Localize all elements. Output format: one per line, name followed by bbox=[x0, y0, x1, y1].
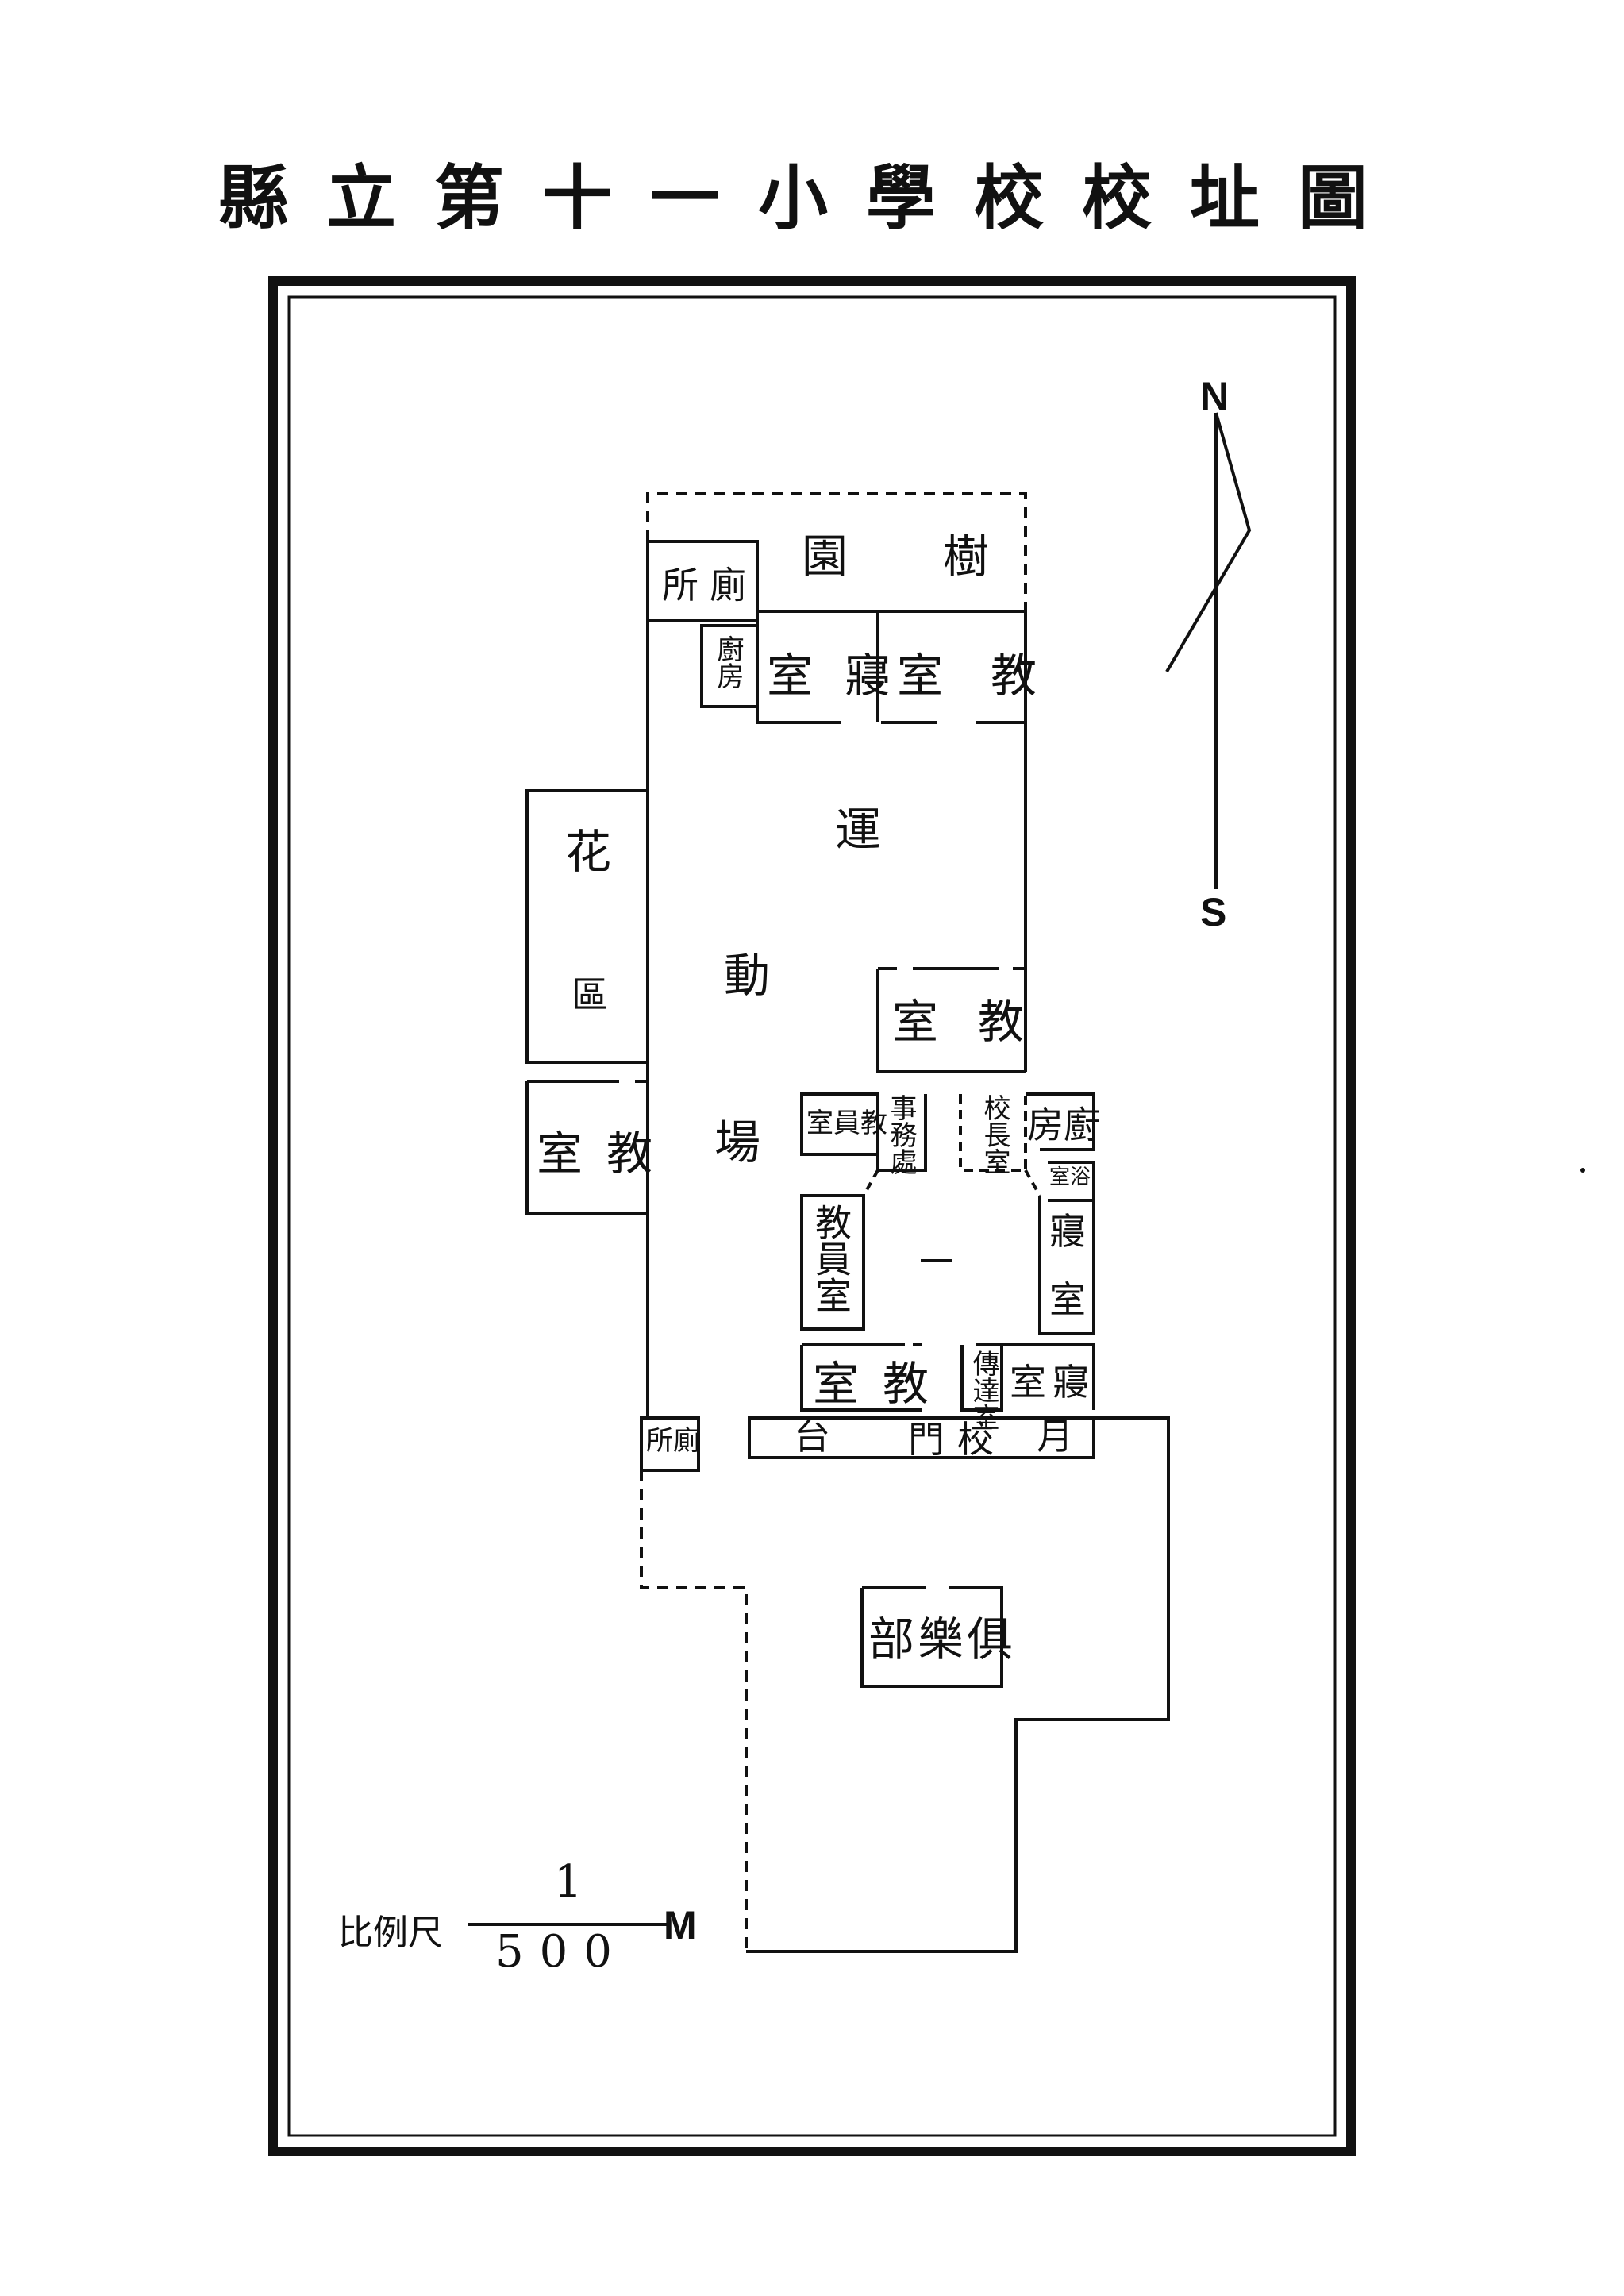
label-playground-1: 運 bbox=[835, 803, 882, 857]
north-building bbox=[756, 610, 1026, 724]
south-dashed-boundary bbox=[640, 1470, 748, 1951]
west-classroom-box bbox=[525, 1080, 648, 1215]
label-gate-2: 校 bbox=[957, 1418, 994, 1461]
scale-numerator: 1 bbox=[554, 1856, 598, 1908]
label-bath-east: 浴室 bbox=[1049, 1165, 1091, 1189]
scale-denominator: 500 bbox=[495, 1926, 628, 1978]
label-kitchen-top: 廚房 bbox=[712, 635, 744, 689]
courtyard-diagonal-nw bbox=[862, 1169, 879, 1196]
gate-to-east bbox=[746, 1416, 1170, 1953]
label-teacher-room: 教員室 bbox=[810, 1204, 852, 1313]
label-dorm-south: 寢室 bbox=[1010, 1361, 1095, 1404]
compass-north: N bbox=[1200, 374, 1230, 418]
garden-boundary bbox=[646, 492, 1027, 611]
label-flower-1: 花 bbox=[565, 825, 612, 879]
label-gate-3: 月 bbox=[1037, 1415, 1073, 1458]
label-club: 俱樂部 bbox=[868, 1612, 1017, 1666]
bath-east-box bbox=[1048, 1161, 1095, 1202]
label-flower-2: 區 bbox=[571, 973, 608, 1016]
gate-row bbox=[748, 1416, 1095, 1459]
label-toilet-top: 廁所 bbox=[662, 564, 757, 607]
label-kitchen-east: 廚房 bbox=[1027, 1104, 1100, 1146]
south-classroom-box bbox=[800, 1343, 922, 1412]
label-toilet-south: 廁所 bbox=[646, 1425, 700, 1457]
club-box bbox=[860, 1586, 1003, 1688]
dorm-south-box bbox=[1002, 1343, 1095, 1410]
label-classroom-west: 教室 bbox=[537, 1127, 677, 1181]
compass-south: S bbox=[1200, 890, 1227, 934]
office-box bbox=[876, 1094, 927, 1172]
label-playground-2: 動 bbox=[724, 949, 771, 1003]
east-dorm-box bbox=[1038, 1196, 1095, 1335]
reception-box bbox=[960, 1343, 1003, 1412]
label-principal: 校長室 bbox=[979, 1094, 1010, 1175]
mid-classroom-box bbox=[876, 967, 1026, 1073]
label-dorm-east-1: 寢 bbox=[1049, 1210, 1086, 1253]
inner-frame bbox=[287, 295, 1337, 2137]
teacher-room-box bbox=[800, 1194, 865, 1331]
page-title: 縣立第十一小學校校址圖 bbox=[217, 156, 1406, 239]
toilet-top-box bbox=[646, 540, 759, 622]
courtyard-diagonal-ne bbox=[1024, 1169, 1041, 1196]
flower-area-box bbox=[525, 789, 649, 1064]
label-reception: 傳達室 bbox=[968, 1350, 999, 1431]
label-classroom-south: 教室 bbox=[813, 1357, 953, 1411]
scale-label: 比例尺 bbox=[338, 1913, 443, 1953]
compass-arrow bbox=[1165, 412, 1252, 673]
toilet-south-box bbox=[640, 1416, 700, 1472]
label-stage: 台 bbox=[794, 1415, 830, 1458]
label-dorm-east-2: 室 bbox=[1049, 1278, 1086, 1321]
label-teacher-small: 教員室 bbox=[806, 1108, 887, 1139]
kitchen-east-box bbox=[1026, 1092, 1095, 1151]
label-gate-1: 門 bbox=[908, 1418, 945, 1461]
label-classroom-top: 教室 bbox=[897, 649, 1085, 703]
label-office: 事務處 bbox=[885, 1094, 917, 1175]
label-playground-3: 場 bbox=[714, 1115, 761, 1169]
label-dorm-top: 寢室 bbox=[767, 649, 923, 703]
stray-dot bbox=[1580, 1168, 1585, 1173]
principal-box bbox=[959, 1094, 1027, 1172]
label-garden: 樹園 bbox=[802, 530, 1085, 584]
scale-unit: M bbox=[664, 1903, 697, 1947]
label-classroom-mid: 教室 bbox=[892, 995, 1064, 1049]
outer-frame bbox=[268, 276, 1356, 2156]
